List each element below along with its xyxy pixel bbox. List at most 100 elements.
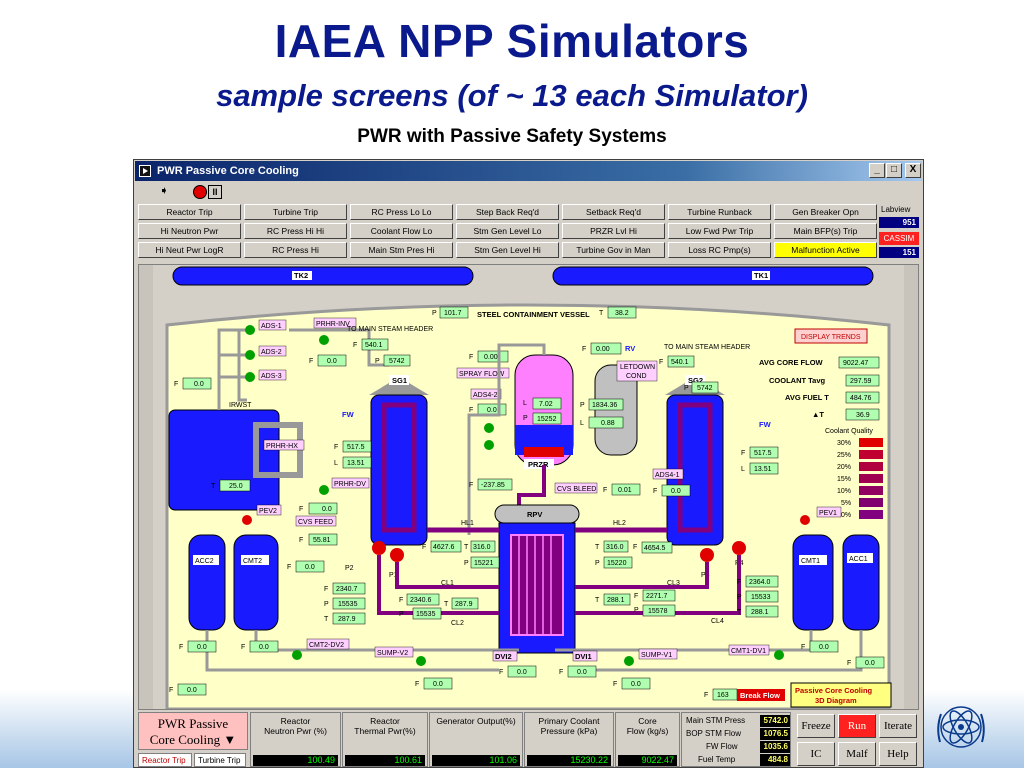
stop-icon[interactable] — [193, 185, 207, 199]
pev2-valve-icon[interactable] — [242, 515, 252, 525]
rv-f-value: 0.00 — [596, 346, 610, 353]
hl1-f-tag: F — [422, 544, 426, 551]
iterate-button[interactable]: Iterate — [879, 714, 917, 738]
quality-bar-15 — [859, 474, 883, 483]
pump-p4-icon[interactable] — [732, 541, 746, 555]
avg-core-flow-box — [838, 356, 880, 369]
alarm-hi-neut-pwr-logr[interactable]: Hi Neut Pwr LogR — [138, 242, 241, 258]
sump-f-value: 0.0 — [433, 681, 443, 688]
sump-v1-valve-icon[interactable] — [624, 656, 634, 666]
sg1-f-box — [361, 338, 389, 351]
hl1-t-box — [470, 540, 496, 553]
ads1-valve-icon[interactable] — [245, 325, 255, 335]
cl2-f-tag: F — [324, 586, 328, 593]
hl2-p-box — [603, 556, 633, 569]
alarm-setback[interactable]: Setback Req'd — [562, 204, 665, 220]
alarm-loss-rc-pmps[interactable]: Loss RC Pmp(s) — [668, 242, 771, 258]
alarm-rc-press-lo-lo[interactable]: RC Press Lo Lo — [350, 204, 453, 220]
slide-caption: PWR with Passive Safety Systems — [357, 126, 667, 147]
alarm-low-fwd-pwr-trip[interactable]: Low Fwd Pwr Trip — [668, 223, 771, 239]
tab-turbine-trip[interactable]: Turbine Trip — [194, 753, 246, 767]
ads42-valve-icon[interactable] — [484, 423, 494, 433]
sg2-fw-label: FW — [759, 420, 772, 429]
avg-fuel-t-box — [845, 391, 880, 404]
pump-p2-icon[interactable] — [372, 541, 386, 555]
prhr-dv-label: PRHR-DV — [334, 481, 366, 488]
avg-core-flow-value: 9022.47 — [843, 360, 868, 367]
freeze-button[interactable]: Freeze — [797, 714, 835, 738]
minimize-button[interactable]: _ — [869, 163, 885, 178]
alarm-rc-press-hi[interactable]: RC Press Hi — [244, 242, 347, 258]
alarm-turbine-trip[interactable]: Turbine Trip — [244, 204, 347, 220]
alarm-step-back[interactable]: Step Back Req'd — [456, 204, 559, 220]
delta-t-label: ▲T — [812, 410, 824, 419]
screen-selector[interactable]: PWR Passive Core Cooling ▼ — [138, 712, 248, 750]
tab-reactor-trip[interactable]: Reactor Trip — [138, 753, 192, 767]
cmt2-f-tag: F — [287, 564, 291, 571]
prhr-dv-valve-icon[interactable] — [319, 485, 329, 495]
pump-p1-icon[interactable] — [390, 548, 404, 562]
cl1-label: CL1 — [441, 580, 454, 587]
alarm-main-stm-pres-hi[interactable]: Main Stm Pres Hi — [350, 242, 453, 258]
przr-p-value: 15252 — [537, 416, 557, 423]
to-msh-left: TO MAIN STEAM HEADER — [347, 326, 433, 333]
alarm-hi-neutron-pwr[interactable]: Hi Neutron Pwr — [138, 223, 241, 239]
alarm-stm-gen-level-hi[interactable]: Stm Gen Level Hi — [456, 242, 559, 258]
ads2-valve-icon[interactable] — [245, 350, 255, 360]
cl4-t-tag: T — [737, 609, 742, 616]
quality-level-30: 30% — [837, 440, 851, 447]
run-arrow-icon[interactable]: ➧ — [159, 185, 169, 197]
alarm-main-bfp-trip[interactable]: Main BFP(s) Trip — [774, 223, 877, 239]
alarm-malfunction-active[interactable]: Malfunction Active — [774, 242, 877, 258]
slide-title: IAEA NPP Simulators — [274, 15, 750, 67]
alarm-reactor-trip[interactable]: Reactor Trip — [138, 204, 241, 220]
cl1-f-value: 2340.6 — [410, 597, 432, 604]
ic-button[interactable]: IC — [797, 742, 835, 766]
alarm-przr-lvl-hi[interactable]: PRZR Lvl Hi — [562, 223, 665, 239]
help-button[interactable]: Help — [879, 742, 917, 766]
pause-icon[interactable]: II — [208, 185, 222, 199]
window-titlebar[interactable]: PWR Passive Core Cooling _ □ X — [135, 161, 922, 181]
ads1-box — [258, 319, 287, 331]
pcc-3d-diagram-button[interactable] — [790, 682, 892, 708]
alarm-coolant-flow-lo[interactable]: Coolant Flow Lo — [350, 223, 453, 239]
prhr-inv-valve-icon[interactable] — [319, 335, 329, 345]
cl3-f-tag: F — [634, 593, 638, 600]
avg-fuel-t-value: 484.76 — [850, 395, 872, 402]
sg2-l-value: 13.51 — [754, 466, 772, 473]
malf-button[interactable]: Malf — [838, 742, 876, 766]
cl4-label: CL4 — [711, 618, 724, 625]
ads42-valve2-icon[interactable] — [484, 440, 494, 450]
pump-p3-icon[interactable] — [700, 548, 714, 562]
alarm-stm-gen-level-lo[interactable]: Stm Gen Level Lo — [456, 223, 559, 239]
prhr-dv-f-value: 0.0 — [322, 506, 332, 513]
close-button[interactable]: X — [905, 163, 921, 178]
sg1-p-value: 5742 — [389, 358, 405, 365]
alarm-gen-breaker-opn[interactable]: Gen Breaker Opn — [774, 204, 877, 220]
coolant-tavg-value: 297.59 — [850, 378, 872, 385]
bottom-left-f-tag: F — [169, 687, 173, 694]
sump-v2-valve-icon[interactable] — [416, 656, 426, 666]
sg2-l-tag: L — [741, 466, 745, 473]
alarm-turbine-gov-in-man[interactable]: Turbine Gov in Man — [562, 242, 665, 258]
cmt1-dv1-valve-icon[interactable] — [774, 650, 784, 660]
run-button[interactable]: Run — [838, 714, 876, 738]
pev1-valve-icon[interactable] — [800, 515, 810, 525]
mimic-svg: TK2 TK1 STEEL CONTAINMENT VESSEL P 101.7… — [139, 265, 918, 709]
acc1-tank — [842, 534, 880, 631]
alarm-rc-press-hi-hi[interactable]: RC Press Hi Hi — [244, 223, 347, 239]
cl1-p-value: 15535 — [416, 611, 436, 618]
fuel-rods — [518, 535, 552, 635]
dvi2-f-box — [507, 665, 537, 678]
chevron-down-icon[interactable]: ▼ — [223, 732, 237, 747]
alarm-turbine-runback[interactable]: Turbine Runback — [668, 204, 771, 220]
ads3-valve-icon[interactable] — [245, 372, 255, 382]
cmt2-dv2-valve-icon[interactable] — [292, 650, 302, 660]
maximize-button[interactable]: □ — [886, 163, 902, 178]
sump-f2-tag: F — [613, 681, 617, 688]
display-trends-button[interactable] — [794, 328, 868, 344]
spray-line — [467, 343, 546, 535]
ads42-box — [470, 388, 502, 400]
